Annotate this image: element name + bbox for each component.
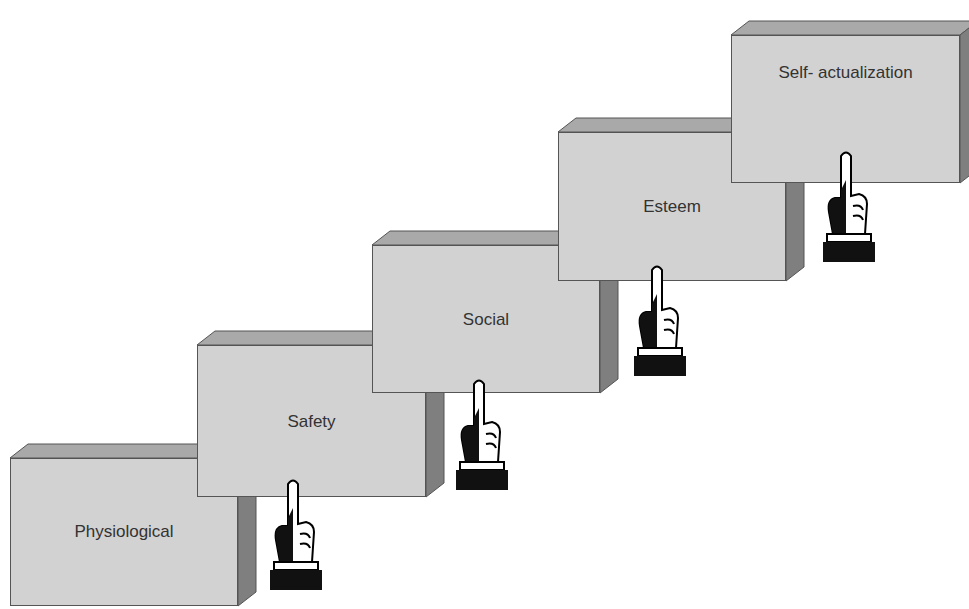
box-face: [731, 21, 969, 35]
step-label: Self- actualization: [778, 62, 912, 83]
hand-icon: [456, 381, 508, 491]
step-label: Physiological: [74, 521, 173, 542]
hand-icon: [270, 481, 322, 591]
step-label: Esteem: [643, 196, 701, 217]
hand-icon: [634, 267, 686, 377]
hand-icon: [823, 153, 875, 263]
step-label: Social: [463, 309, 509, 330]
box-face: [960, 21, 969, 183]
step-label: Safety: [287, 411, 335, 432]
